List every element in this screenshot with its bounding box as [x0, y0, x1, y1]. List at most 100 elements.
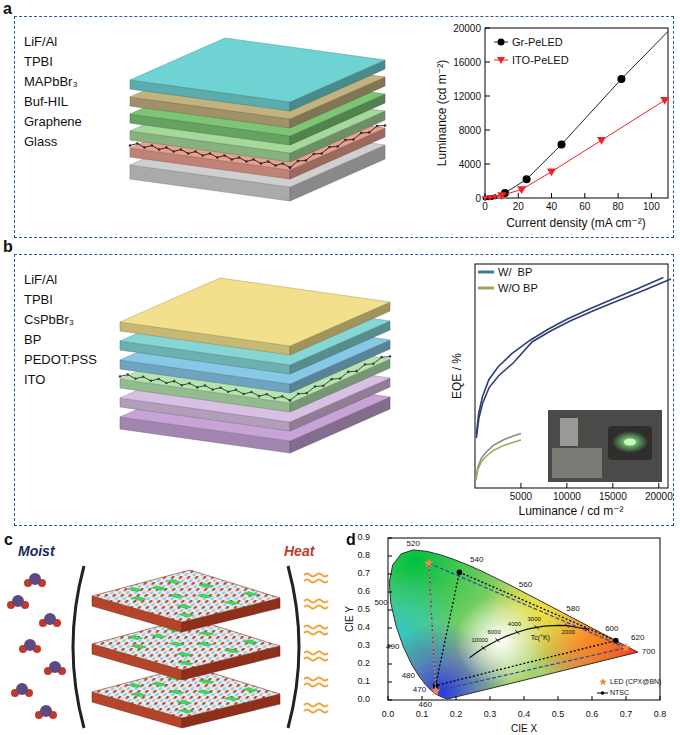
bn-sheet	[92, 570, 280, 622]
layer-label: TPBI	[24, 293, 53, 307]
panel-letter: c	[4, 531, 13, 549]
tick-label: 80	[613, 201, 624, 212]
lattice-atom	[305, 392, 308, 395]
layer-label: PEDOT:PSS	[24, 353, 97, 367]
axis-title: CIE X	[511, 722, 537, 733]
wavelength-label: 520	[407, 540, 420, 549]
lattice-atom	[201, 154, 204, 157]
lattice-atom	[289, 166, 292, 169]
perovskite-dot	[225, 697, 240, 701]
heat-wave	[304, 600, 328, 603]
lattice-atom	[126, 373, 129, 376]
temperature-label: 6000	[487, 629, 500, 636]
green-emission	[612, 431, 648, 453]
data-point	[547, 169, 556, 177]
isotherm-tick	[495, 638, 499, 642]
perovskite-dot	[197, 594, 212, 598]
data-point	[482, 196, 488, 201]
axis-title: CIE Y	[344, 606, 355, 632]
lattice-atom	[297, 393, 300, 396]
data-point	[492, 195, 498, 200]
lattice-atom	[314, 385, 317, 388]
perovskite-dot	[199, 680, 214, 684]
axis-tick	[490, 696, 491, 700]
axis-tick	[388, 574, 392, 575]
lattice-atom	[266, 393, 269, 396]
lattice-atom	[119, 375, 122, 378]
heat-wave	[304, 658, 328, 661]
lattice-atom	[165, 382, 168, 385]
lattice-atom	[143, 146, 146, 149]
lattice-atom	[181, 384, 184, 387]
data-point	[660, 97, 669, 105]
heat-wave	[304, 606, 328, 609]
legend-text: LED (CPX@BN)	[610, 678, 661, 686]
layer-label: LiF/Al	[24, 273, 57, 287]
temperature-label: 3000	[528, 616, 541, 623]
device-layer	[130, 38, 385, 111]
axis-tick	[388, 538, 392, 539]
lattice-atom	[355, 370, 358, 373]
lattice-atom	[204, 384, 207, 387]
panel-frame: b	[14, 254, 674, 526]
heat-wave	[304, 678, 328, 681]
legend-text: ITO-PeLED	[512, 54, 569, 66]
tick-label: 20000	[645, 491, 673, 502]
axis-tick	[558, 696, 559, 700]
lattice-atom	[231, 158, 234, 161]
legend-sample	[478, 287, 494, 290]
axis-tick	[388, 610, 392, 611]
tick-label: 0.6	[357, 587, 370, 597]
axis-tick	[618, 193, 619, 198]
perovskite-dot	[152, 634, 167, 638]
perovskite-dot	[179, 661, 194, 665]
lattice-atom	[172, 150, 175, 153]
tick-label: 0.2	[357, 659, 370, 669]
lattice-atom	[328, 146, 331, 149]
tick-label: 0.2	[450, 710, 463, 720]
tick-label: 16000	[453, 57, 481, 68]
layer-label: MAPbBr₃	[24, 75, 78, 89]
axis-tick	[388, 700, 392, 701]
tick-label: 0.1	[416, 710, 429, 720]
spectral-locus	[389, 550, 638, 699]
perovskite-dot	[225, 649, 240, 653]
perovskite-dot	[169, 594, 184, 598]
tick-label: 4000	[459, 159, 481, 170]
lattice-atom	[157, 378, 160, 381]
tick-label: 5000	[510, 491, 532, 502]
water-molecule-atom	[12, 595, 24, 607]
tick-label: 0	[475, 193, 481, 204]
axis-tick	[660, 696, 661, 700]
lattice-atom	[289, 399, 292, 402]
axis-title: Luminance (cd m⁻²)	[436, 60, 449, 166]
lattice-atom	[364, 363, 367, 366]
chromaticity-fill	[305, 450, 680, 735]
perovskite-dot	[225, 601, 240, 605]
wavelength-label: 470	[413, 685, 426, 694]
perovskite-dot	[199, 584, 214, 588]
green-emission	[624, 439, 636, 446]
lattice-atom	[219, 386, 222, 389]
tick-label: 0.4	[518, 710, 531, 720]
layer-label: Buf-HIL	[24, 95, 68, 109]
axis-tick	[524, 696, 525, 700]
heat-wave	[304, 632, 328, 635]
isotherm-tick	[481, 646, 485, 650]
heat-wave	[304, 574, 328, 577]
data-curve	[476, 440, 521, 480]
lattice-atom	[260, 162, 263, 165]
legend-sample	[601, 691, 605, 695]
tick-label: 40	[546, 201, 557, 212]
tick-label: 0.4	[357, 623, 370, 633]
axis-title: Luminance / cd m⁻²	[518, 505, 623, 518]
plot-frame	[475, 264, 668, 488]
wavelength-label: 620	[631, 633, 644, 642]
axis-tick	[388, 696, 389, 700]
perovskite-dot	[128, 587, 143, 591]
wavelength-label: 560	[519, 580, 532, 589]
perovskite-dot	[128, 635, 143, 639]
axis-tick	[584, 193, 585, 198]
heat-wave	[304, 580, 328, 583]
tick-label: 20	[513, 201, 524, 212]
